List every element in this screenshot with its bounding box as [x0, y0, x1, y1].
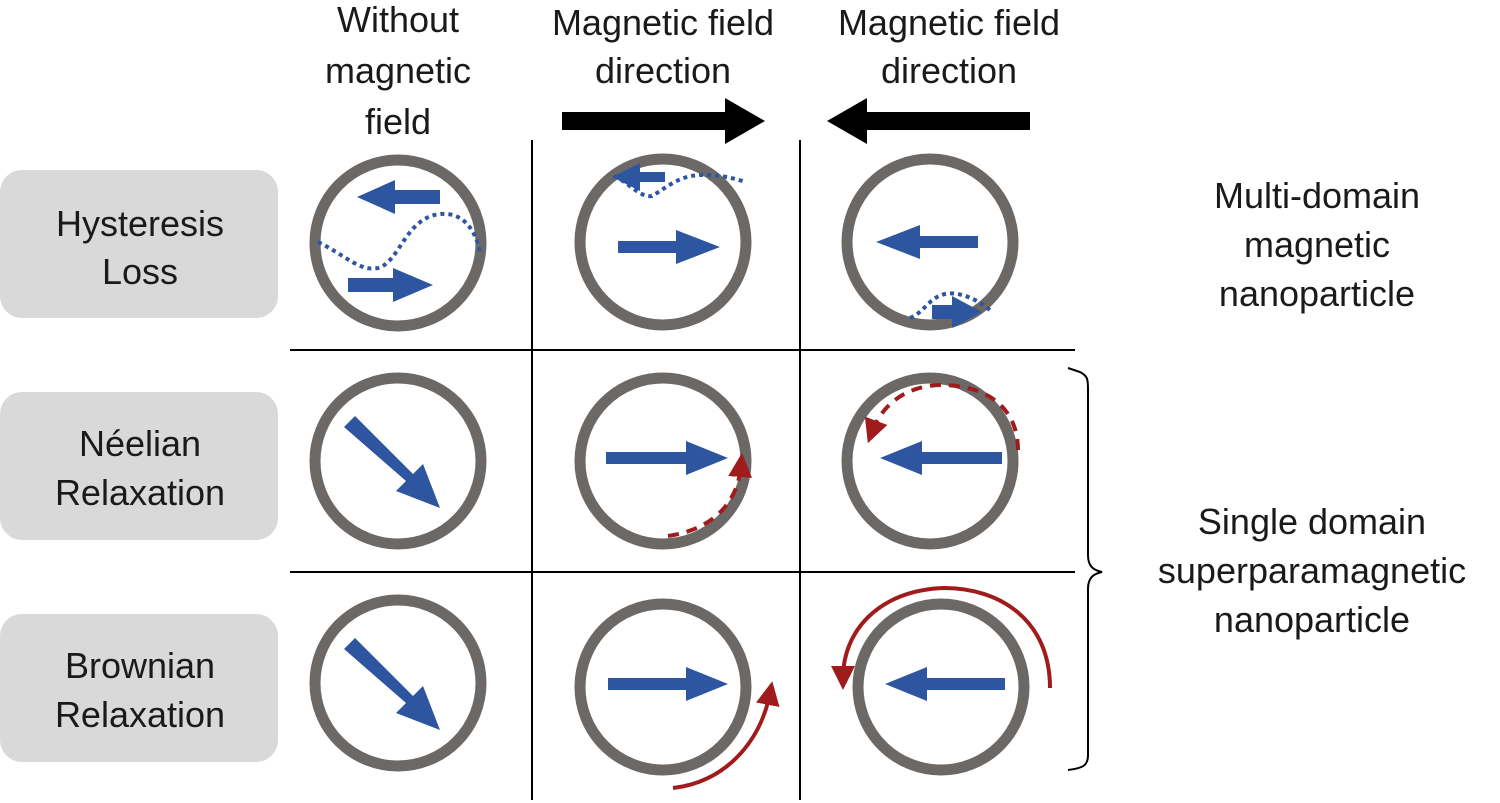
- domain-wall: [317, 211, 482, 271]
- label-box: [0, 170, 278, 318]
- row-label-neelian: Néelian Relaxation: [0, 392, 278, 540]
- moment-arrow-left-icon: [876, 225, 978, 259]
- cell-hysteresis-no-field: [309, 154, 487, 332]
- side-label-line: magnetic: [1244, 224, 1390, 265]
- particle-ring: [574, 153, 752, 331]
- row-label-line: Relaxation: [55, 694, 225, 735]
- moment-arrow-right-icon: [608, 667, 728, 701]
- side-label-line: nanoparticle: [1214, 599, 1410, 640]
- cell-hysteresis-field-left: [841, 153, 1019, 331]
- header-line: Without: [337, 0, 459, 40]
- header-line: magnetic: [325, 50, 471, 91]
- row-label-line: Loss: [102, 251, 178, 292]
- header-line: Magnetic field: [838, 2, 1060, 43]
- header-line: Magnetic field: [552, 2, 774, 43]
- side-label-line: Single domain: [1198, 501, 1426, 542]
- side-label-multi-domain: Multi-domain magnetic nanoparticle: [1214, 175, 1420, 314]
- header-field-left: Magnetic field direction: [827, 2, 1060, 144]
- moment-arrow-right-icon: [932, 296, 982, 328]
- cell-hysteresis-field-right: [574, 153, 752, 331]
- moment-arrow-left-icon: [885, 667, 1005, 701]
- row-label-brownian: Brownian Relaxation: [0, 614, 278, 762]
- field-arrow-right-icon: [562, 98, 765, 144]
- moment-arrow-left-icon: [357, 180, 440, 214]
- domain-wall: [613, 172, 746, 199]
- cell-neelian-field-left: [841, 372, 1020, 550]
- side-label-line: Multi-domain: [1214, 175, 1420, 216]
- side-label-line: superparamagnetic: [1158, 550, 1466, 591]
- side-label-single-domain: Single domain superparamagnetic nanopart…: [1158, 501, 1466, 640]
- row-label-line: Relaxation: [55, 472, 225, 513]
- particle-ring: [574, 598, 752, 776]
- header-without-field: Without magnetic field: [325, 0, 471, 142]
- header-line: field: [365, 101, 431, 142]
- neel-rotation-arrow-icon: [667, 453, 753, 538]
- brownian-rotation-arrow-icon: [831, 585, 1052, 690]
- row-label-line: Hysteresis: [56, 203, 224, 244]
- moment-arrow-right-icon: [348, 268, 433, 302]
- cell-brownian-field-right: [574, 598, 780, 790]
- field-arrow-left-icon: [827, 98, 1030, 144]
- curly-brace-icon: [1067, 367, 1103, 771]
- particle-ring: [841, 372, 1019, 550]
- neel-rotation-arrow-icon: [864, 382, 1020, 451]
- cell-neelian-no-field: [309, 372, 487, 550]
- moment-arrow-left-icon: [612, 163, 665, 191]
- moment-arrow-diagonal-icon: [344, 416, 440, 508]
- row-label-line: Néelian: [79, 423, 201, 464]
- row-label-hysteresis: Hysteresis Loss: [0, 170, 278, 318]
- cell-neelian-field-right: [574, 372, 753, 550]
- side-label-line: nanoparticle: [1219, 273, 1415, 314]
- brownian-rotation-arrow-icon: [672, 681, 780, 790]
- moment-arrow-right-icon: [606, 441, 728, 475]
- label-box: [0, 392, 278, 540]
- particle-ring: [841, 153, 1019, 331]
- particle-ring: [309, 372, 487, 550]
- moment-arrow-left-icon: [880, 441, 1002, 475]
- moment-arrow-diagonal-icon: [344, 638, 440, 730]
- header-line: direction: [595, 50, 731, 91]
- label-box: [0, 614, 278, 762]
- header-field-right: Magnetic field direction: [552, 2, 774, 144]
- header-line: direction: [881, 50, 1017, 91]
- row-label-line: Brownian: [65, 645, 215, 686]
- grid-lines: [290, 140, 1075, 800]
- particle-ring: [309, 594, 487, 772]
- particle-ring: [852, 598, 1030, 776]
- moment-arrow-right-icon: [618, 230, 720, 264]
- cell-brownian-no-field: [309, 594, 487, 772]
- domain-wall: [909, 291, 992, 320]
- particle-ring: [309, 154, 487, 332]
- cell-brownian-field-left: [831, 585, 1052, 776]
